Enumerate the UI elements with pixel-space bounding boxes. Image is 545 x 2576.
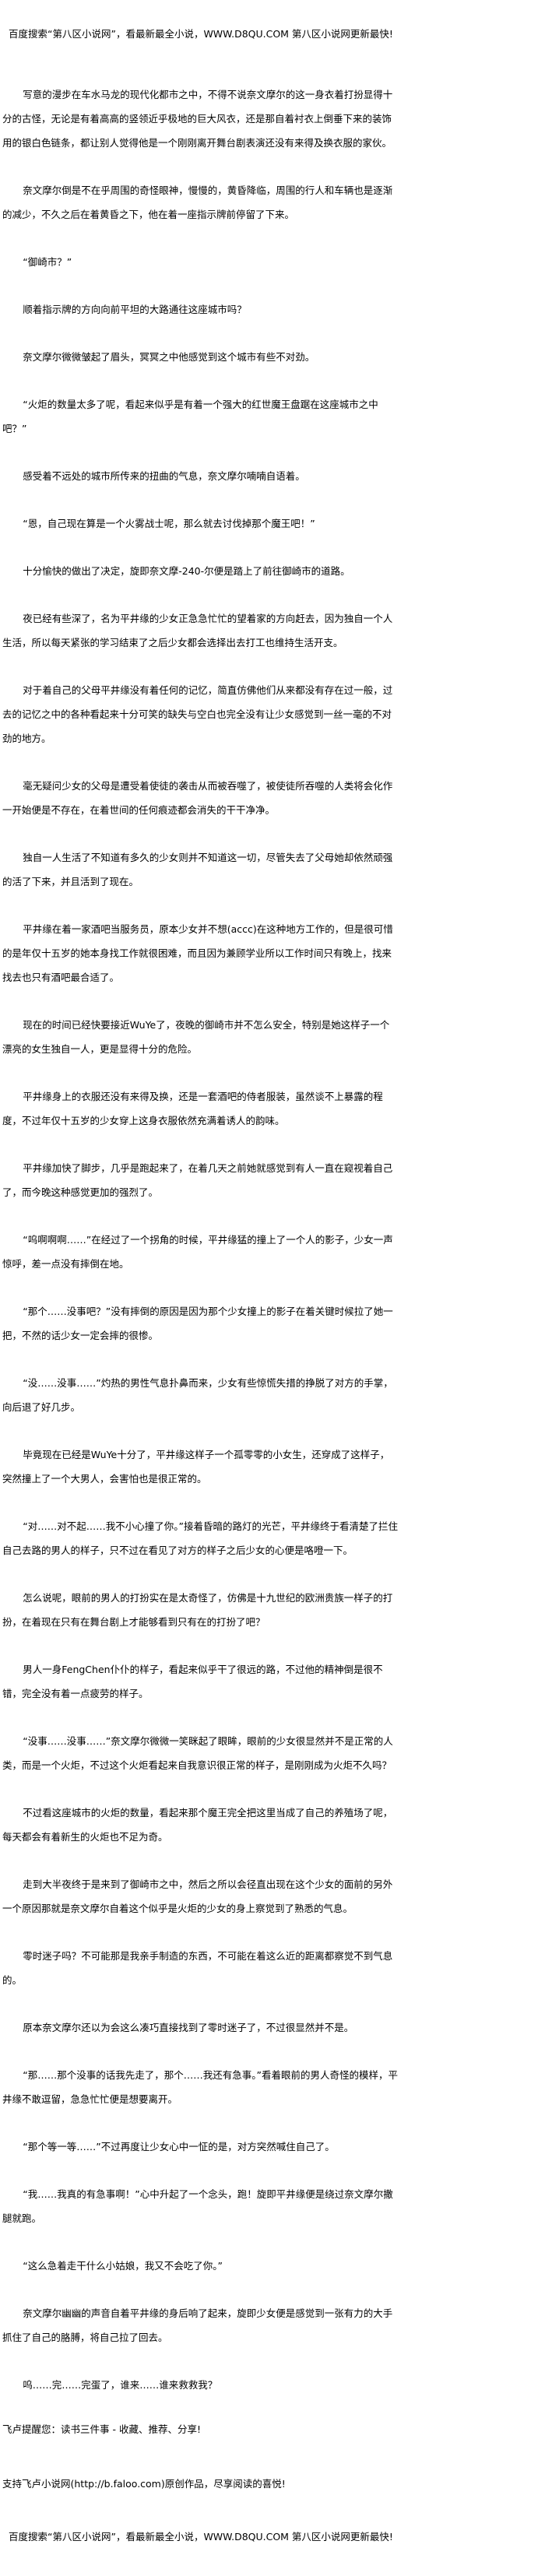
paragraph: 十分愉快的做出了决定，旋即奈文摩-240-尔便是踏上了前往御崎市的道路。 (23, 565, 350, 577)
paragraph: 奈文摩尔倒是不在乎周围的奇怪眼神，慢慢的，黄昏降临，周围的行人和车辆也是逐渐的减… (2, 185, 393, 220)
paragraph: “呜啊啊啊……”在经过了一个拐角的时候，平井缘猛的撞上了一个人的影子，少女一声惊… (2, 1234, 393, 1270)
paragraph: “没事……没事……”奈文摩尔微微一笑眯起了眼眸，眼前的少女很显然并不是正常的人类… (2, 1735, 393, 1771)
paragraph: “御崎市？” (23, 256, 72, 268)
paragraph: “我……我真的有急事啊！”心中升起了一个念头，跑！旋即平井缘便是绕过奈文摩尔撒腿… (2, 2188, 393, 2224)
chapter-content: 写意的漫步在车水马龙的现代化都市之中，不得不说奈文摩尔的这一身衣着打扮显得十分的… (2, 83, 398, 2397)
paragraph: 平井缘在着一家酒吧当服务员，原本少女并不想(accc)在这种地方工作的，但是很可… (2, 923, 393, 983)
paragraph: 男人一身FengChen仆仆的样子，看起来似乎干了很远的路，不过他的精神倒是很不… (2, 1664, 383, 1699)
paragraph: 毕竟现在已经是WuYe十分了，平井缘这样子一个孤零零的小女生，还穿成了这样子，突… (2, 1449, 390, 1485)
paragraph: 顺着指示牌的方向向前平坦的大路通往这座城市吗？ (23, 304, 247, 315)
site-banner-top: 百度搜索“第八区小说网”，看最新最全小说，WWW.D8QU.COM 第八区小说网… (9, 28, 393, 40)
paragraph: “没……没事……”灼热的男性气息扑鼻而来，少女有些惊慌失措的挣脱了对方的手掌，向… (2, 1377, 393, 1413)
paragraph: 写意的漫步在车水马龙的现代化都市之中，不得不说奈文摩尔的这一身衣着打扮显得十分的… (2, 89, 393, 149)
paragraph: 平井缘加快了脚步，几乎是跑起来了，在着几天之前她就感觉到有人一直在窥视着自己了，… (2, 1162, 393, 1198)
reminder-text: 飞卢提醒您：读书三件事 - 收藏、推荐、分享! (2, 2423, 201, 2435)
support-text: 支持飞卢小说网(http://b.faloo.com)原创作品，尽享阅读的喜悦! (2, 2478, 286, 2490)
paragraph: “火炬的数量太多了呢，看起来似乎是有着一个强大的红世魔王盘踞在这座城市之中吧？” (2, 399, 378, 434)
paragraph: 奈文摩尔幽幽的声音自着平井缘的身后响了起来，旋即少女便是感觉到一张有力的大手抓住… (2, 2307, 393, 2343)
paragraph: “这么急着走干什么小姑娘，我又不会吃了你。” (23, 2260, 223, 2272)
page: 百度搜索“第八区小说网”，看最新最全小说，WWW.D8QU.COM 第八区小说网… (0, 26, 398, 2545)
paragraph: “那个等一等……”不过再度让少女心中一怔的是，对方突然喊住自己了。 (23, 2141, 335, 2153)
paragraph: 零时迷子吗？不可能那是我亲手制造的东西，不可能在着这么近的距离都察觉不到气息的。 (2, 1950, 393, 1986)
paragraph: 独自一人生活了不知道有多久的少女则并不知道这一切，尽管失去了父母她却依然顽强的活… (2, 852, 393, 887)
paragraph: 呜……完……完蛋了，谁来……谁来救救我？ (23, 2379, 218, 2391)
paragraph: 平井缘身上的衣服还没有来得及换，还是一套酒吧的侍者服装，虽然谈不上暴露的程度，不… (2, 1091, 383, 1126)
paragraph: 原本奈文摩尔还以为会这么凑巧直接找到了零时迷子了，不过很显然并不是。 (23, 2022, 354, 2033)
paragraph: 奈文摩尔微微皱起了眉头，冥冥之中他感觉到这个城市有些不对劲。 (23, 351, 315, 363)
paragraph: “恩，自己现在算是一个火雾战士呢，那么就去讨伐掉那个魔王吧！” (23, 518, 315, 529)
paragraph: “那个……没事吧？”没有摔倒的原因是因为那个少女撞上的影子在着关键时候拉了她一把… (2, 1306, 393, 1341)
site-banner-bottom: 百度搜索“第八区小说网”，看最新最全小说，WWW.D8QU.COM 第八区小说网… (9, 2531, 393, 2543)
paragraph: 走到大半夜终于是来到了御崎市之中，然后之所以会径直出现在这个少女的面前的另外一个… (2, 1878, 393, 1914)
paragraph: 毫无疑问少女的父母是遭受着使徒的袭击从而被吞噬了，被使徒所吞噬的人类将会化作一开… (2, 780, 393, 816)
paragraph: 夜已经有些深了，名为平井缘的少女正急急忙忙的望着家的方向赶去，因为独自一个人生活… (2, 613, 393, 648)
paragraph: 不过看这座城市的火炬的数量，看起来那个魔王完全把这里当成了自己的养殖场了呢，每天… (2, 1807, 393, 1843)
paragraph: 感受着不远处的城市所传来的扭曲的气息，奈文摩尔喃喃自语着。 (23, 470, 305, 482)
paragraph: 怎么说呢，眼前的男人的打扮实在是太奇怪了，仿佛是十九世纪的欧洲贵族一样子的打扮，… (2, 1592, 393, 1628)
paragraph: “对……对不起……我不小心撞了你。”接着昏暗的路灯的光芒，平井缘终于看清楚了拦住… (2, 1520, 398, 1556)
paragraph: 现在的时间已经快要接近WuYe了，夜晚的御崎市并不怎么安全，特别是她这样子一个漂… (2, 1019, 390, 1055)
paragraph: “那……那个没事的话我先走了，那个……我还有急事。”看着眼前的男人奇怪的模样，平… (2, 2069, 398, 2105)
paragraph: 对于着自己的父母平井缘没有着任何的记忆，简直仿佛他们从来都没有存在过一般，过去的… (2, 684, 393, 744)
